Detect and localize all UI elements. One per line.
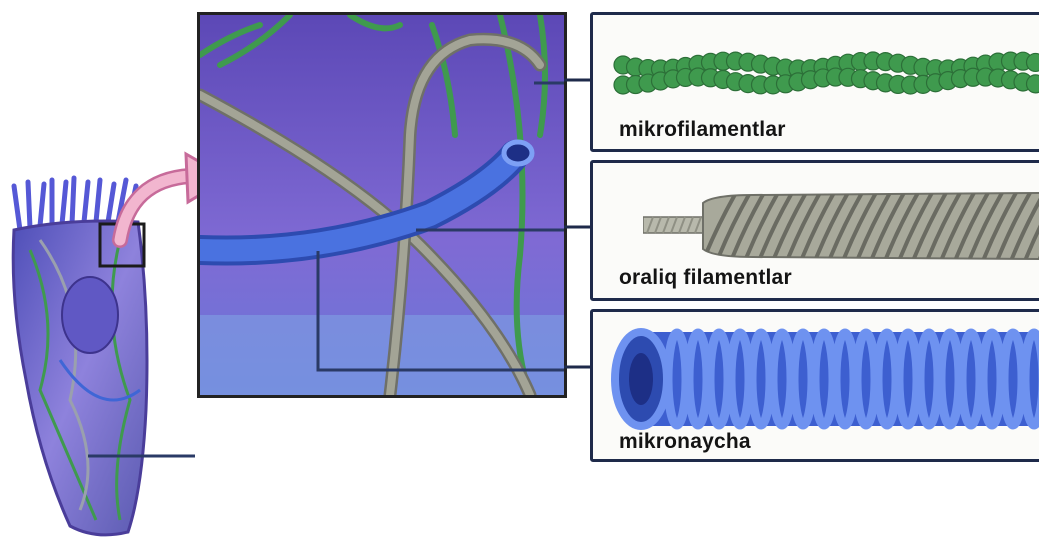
label-intermediate-filaments: oraliq filamentlar	[619, 266, 792, 290]
intermediate-filament-illustration	[643, 191, 1039, 261]
microfilament-bead	[1027, 75, 1039, 93]
cell-nucleus	[62, 277, 118, 353]
microtubule-illustration	[607, 324, 1039, 434]
zoom-view	[197, 12, 567, 398]
label-microfilaments: mikrofilamentlar	[619, 118, 786, 142]
panel-microtubules: mikronaycha	[590, 309, 1039, 462]
panel-microfilaments: mikrofilamentlar	[590, 12, 1039, 152]
microfilament-illustration	[613, 43, 1039, 103]
label-microtubules: mikronaycha	[619, 430, 751, 454]
microfilament-bead	[1027, 53, 1039, 71]
cell-body	[13, 221, 147, 535]
panel-intermediate-filaments: oraliq filamentlar	[590, 160, 1039, 301]
